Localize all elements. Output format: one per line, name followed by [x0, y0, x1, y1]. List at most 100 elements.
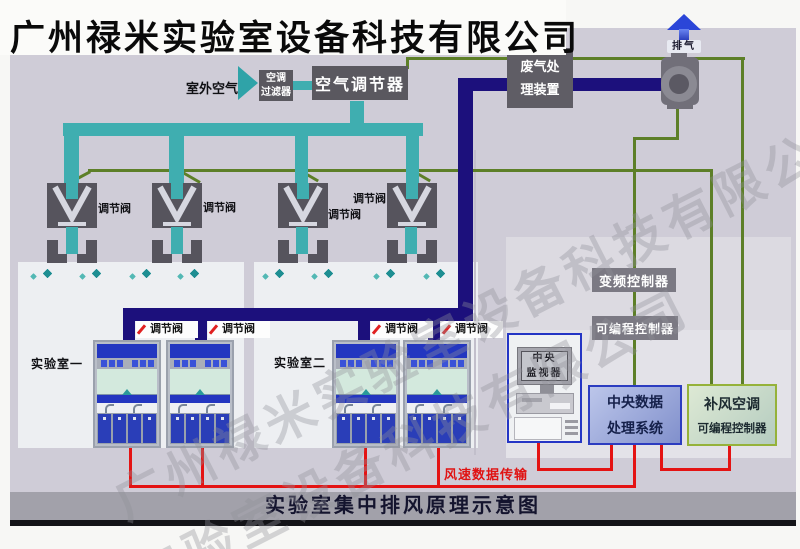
- ceiling-bracket: [152, 240, 163, 263]
- valve-inlet-duct: [171, 183, 183, 199]
- ac-filter-line2: 过滤器: [261, 86, 291, 98]
- printer-paper: [514, 417, 562, 440]
- data-wire-cdps-left: [610, 440, 613, 471]
- air-diffuser-icon: [78, 267, 115, 297]
- fume-hood: [403, 340, 471, 448]
- supply-valve-unit: [387, 183, 437, 228]
- hood-header: [170, 344, 230, 358]
- title-band: [0, 0, 566, 55]
- crt-monitor-icon: 中央 监视器: [517, 347, 572, 385]
- hood-exhaust-stub: [123, 321, 135, 341]
- valve-outlet-duct: [296, 227, 308, 254]
- data-wire-monitor-link: [537, 468, 613, 471]
- control-wire-right-drop: [741, 57, 744, 385]
- air-diffuser-icon: [176, 267, 213, 297]
- makeup-line2: 可编程控制器: [697, 423, 767, 435]
- valve-label: 调节阀: [98, 203, 131, 215]
- outdoor-air-label: 室外空气: [186, 81, 239, 96]
- valve-label: 调节阀: [328, 209, 361, 221]
- exhaust-riser-duct: [458, 78, 473, 321]
- data-wire-hood-drop: [129, 448, 132, 487]
- plc-label: 可编程控制器: [595, 321, 674, 336]
- data-wire-hood-drop: [364, 448, 367, 487]
- flow-arrow-icon: [238, 66, 258, 100]
- valve-inlet-duct: [66, 183, 78, 199]
- hood-sash-window: [407, 369, 467, 400]
- hood-control-panel: [336, 358, 396, 369]
- hood-bench: [97, 403, 157, 413]
- ac-filter-box: 空调 过滤器: [259, 70, 293, 101]
- hood-valve-tag: 调节阀: [371, 321, 433, 338]
- supply-manifold-duct: [63, 123, 423, 136]
- supply-valve-unit: [278, 183, 328, 228]
- hood-bench: [170, 403, 230, 413]
- data-wire-cdps-right: [660, 440, 663, 471]
- air-diffuser-icon: [128, 267, 165, 297]
- hood-cabinets: [336, 413, 396, 444]
- hood-sill: [407, 395, 467, 403]
- hood-sill: [336, 395, 396, 403]
- data-wire-bus: [129, 485, 636, 488]
- monitor-line2: 监视器: [526, 367, 563, 379]
- hood-sash-window: [97, 369, 157, 400]
- company-title: 广州禄米实验室设备科技有限公司: [10, 19, 581, 58]
- control-wire-fan-drop: [676, 105, 679, 139]
- control-wire-fan-elbow: [633, 137, 679, 140]
- data-wire-monitor-drop: [537, 443, 540, 471]
- supply-drop-duct: [406, 134, 419, 183]
- fume-hood: [166, 340, 234, 448]
- ceiling-bracket-foot: [58, 254, 67, 263]
- exhaust-arrow-stem: [679, 29, 689, 43]
- makeup-line1: 补风空调: [704, 396, 760, 412]
- tick-icon: [208, 324, 219, 335]
- caption-bar: 实验室集中排风原理示意图: [10, 492, 796, 520]
- faucet-icon: [206, 404, 215, 413]
- vfd-label: 变频控制器: [598, 273, 669, 289]
- hood-control-panel: [170, 358, 230, 369]
- control-wire-valve-bus: [88, 169, 713, 172]
- valve-inlet-duct: [406, 183, 418, 199]
- hood-control-panel: [97, 358, 157, 369]
- monitor-stand: [540, 385, 554, 393]
- fan-hub: [669, 74, 689, 94]
- waste-gas-treatment-box: 废气处 理装置: [507, 48, 573, 108]
- supply-valve-unit: [47, 183, 97, 228]
- air-diffuser-icon: [372, 267, 409, 297]
- makeup-air-controller-box: 补风空调 可编程控制器: [687, 384, 777, 446]
- ceiling-bracket-foot: [308, 254, 317, 263]
- control-wire-makeup-drop: [710, 169, 713, 385]
- hood-sash-window: [336, 369, 396, 400]
- hood-bench: [407, 403, 467, 413]
- cdps-line2: 处理系统: [607, 420, 663, 436]
- monitor-line1: 中央: [532, 353, 557, 364]
- ceiling-bracket-foot: [417, 254, 426, 263]
- valve-label: 调节阀: [353, 193, 386, 205]
- faucet-icon: [105, 404, 114, 413]
- ceiling-bracket-foot: [289, 254, 298, 263]
- ac-filter-line1: 空调: [266, 73, 286, 84]
- hood-sill: [97, 395, 157, 403]
- computer-base-unit: [516, 393, 574, 414]
- tick-icon: [441, 324, 452, 335]
- tick-icon: [371, 324, 382, 335]
- valve-inlet-duct: [297, 183, 309, 199]
- hood-exhaust-stub: [195, 321, 207, 341]
- building-edge-line: [474, 150, 476, 455]
- room1-label: 实验室一: [31, 357, 84, 371]
- hood-cabinets: [97, 413, 157, 444]
- data-wire-makeup-drop: [728, 443, 731, 471]
- vent-lines: [565, 420, 578, 437]
- valve-label: 调节阀: [222, 323, 255, 335]
- data-wire-hood-drop: [437, 448, 440, 487]
- valve-funnel-icon: [392, 185, 432, 226]
- valve-outlet-duct: [66, 227, 78, 254]
- cdps-line1: 中央数据: [607, 394, 663, 410]
- central-data-system-box: 中央数据 处理系统: [588, 385, 682, 445]
- ceiling-bracket-foot: [77, 254, 86, 263]
- fume-hood: [332, 340, 400, 448]
- airflow-arrow-icon: [118, 389, 136, 400]
- data-wire-cdps-drop: [633, 440, 636, 488]
- air-diffuser-icon: [29, 267, 66, 297]
- faucet-icon: [443, 404, 452, 413]
- control-wire-ac-stub: [406, 57, 409, 69]
